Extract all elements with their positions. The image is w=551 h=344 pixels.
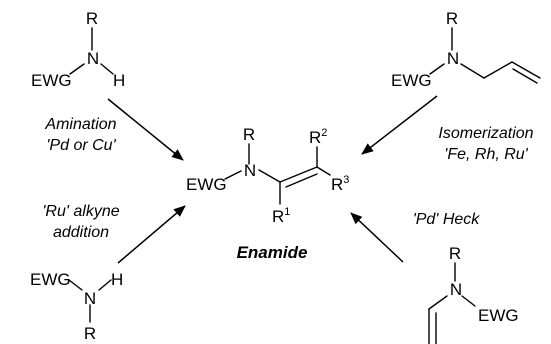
- bottom-left-amine: EWG N H R: [30, 270, 123, 343]
- br-n: N: [450, 280, 462, 299]
- arrow-bottom-right: [350, 212, 404, 263]
- center-r3: R3: [331, 174, 349, 194]
- amination-label-line2: 'Pd or Cu': [46, 137, 116, 154]
- amination-label-line1: Amination: [44, 116, 116, 133]
- isomerization-label-line1: Isomerization: [438, 125, 533, 142]
- alkyne-addition-label-line2: addition: [53, 224, 109, 241]
- center-n: N: [244, 161, 256, 180]
- center-r3-base: R: [331, 175, 343, 194]
- tr-bond-n-ch2: [460, 63, 485, 79]
- heck-label: 'Pd' Heck: [413, 211, 481, 228]
- bl-h: H: [111, 270, 123, 289]
- center-r1-base: R: [272, 207, 284, 226]
- bl-ewg: EWG: [30, 270, 71, 289]
- bl-bond-n-h: [98, 279, 112, 291]
- tl-r: R: [86, 9, 98, 28]
- arrow-top-right: [361, 95, 438, 155]
- tr-r: R: [446, 9, 458, 28]
- tr-ewg: EWG: [391, 71, 432, 90]
- tr-n: N: [447, 49, 459, 68]
- center-bond-c2-r3: [316, 166, 331, 176]
- center-bond-ewg-n: [224, 170, 242, 180]
- center-r2: R2: [309, 127, 327, 147]
- top-right-allylamine: R EWG N: [391, 9, 541, 90]
- bl-r: R: [84, 324, 96, 343]
- br-bond-n-ewg: [461, 295, 476, 307]
- center-r2-sup: 2: [321, 127, 327, 139]
- enamide-title: Enamide: [237, 243, 308, 262]
- br-ewg: EWG: [478, 306, 519, 325]
- center-bond-c1-c2-double: [285, 173, 318, 188]
- top-left-amine: R EWG N H: [31, 9, 125, 90]
- tl-n: N: [87, 49, 99, 68]
- alkyne-addition-label-line1: 'Ru' alkyne: [42, 203, 119, 220]
- bottom-right-vinylamine: R N EWG: [428, 244, 519, 344]
- tl-ewg: EWG: [31, 71, 72, 90]
- center-r3-sup: 3: [343, 174, 349, 186]
- tl-bond-n-h: [100, 63, 114, 75]
- center-r1-sup: 1: [284, 206, 290, 218]
- isomerization-label-line2: 'Fe, Rh, Ru': [444, 146, 528, 163]
- tr-bond-ch-ch2-double: [512, 68, 538, 84]
- br-r: R: [449, 244, 461, 263]
- bl-bond-ewg-n: [68, 279, 83, 291]
- tl-h: H: [113, 71, 125, 90]
- tr-bond-ch-ch2: [511, 61, 541, 79]
- center-bond-n-c1: [258, 169, 281, 183]
- tr-bond-ch2-ch: [483, 61, 513, 79]
- br-bond-n-ch: [428, 295, 448, 310]
- arrow-top-left: [107, 98, 184, 161]
- center-ewg: EWG: [186, 175, 227, 194]
- tr-bond-ewg-n: [429, 63, 445, 75]
- arrow-bottom-left: [117, 205, 186, 264]
- tl-bond-ewg-n: [69, 63, 85, 75]
- bl-n: N: [84, 289, 96, 308]
- center-r2-base: R: [309, 128, 321, 147]
- center-r1: R1: [272, 206, 290, 226]
- center-r-on-n: R: [243, 125, 255, 144]
- enamide-molecule: R EWG N R2 R3 R1 Enamide: [186, 125, 349, 262]
- center-bond-c1-c2: [279, 166, 318, 183]
